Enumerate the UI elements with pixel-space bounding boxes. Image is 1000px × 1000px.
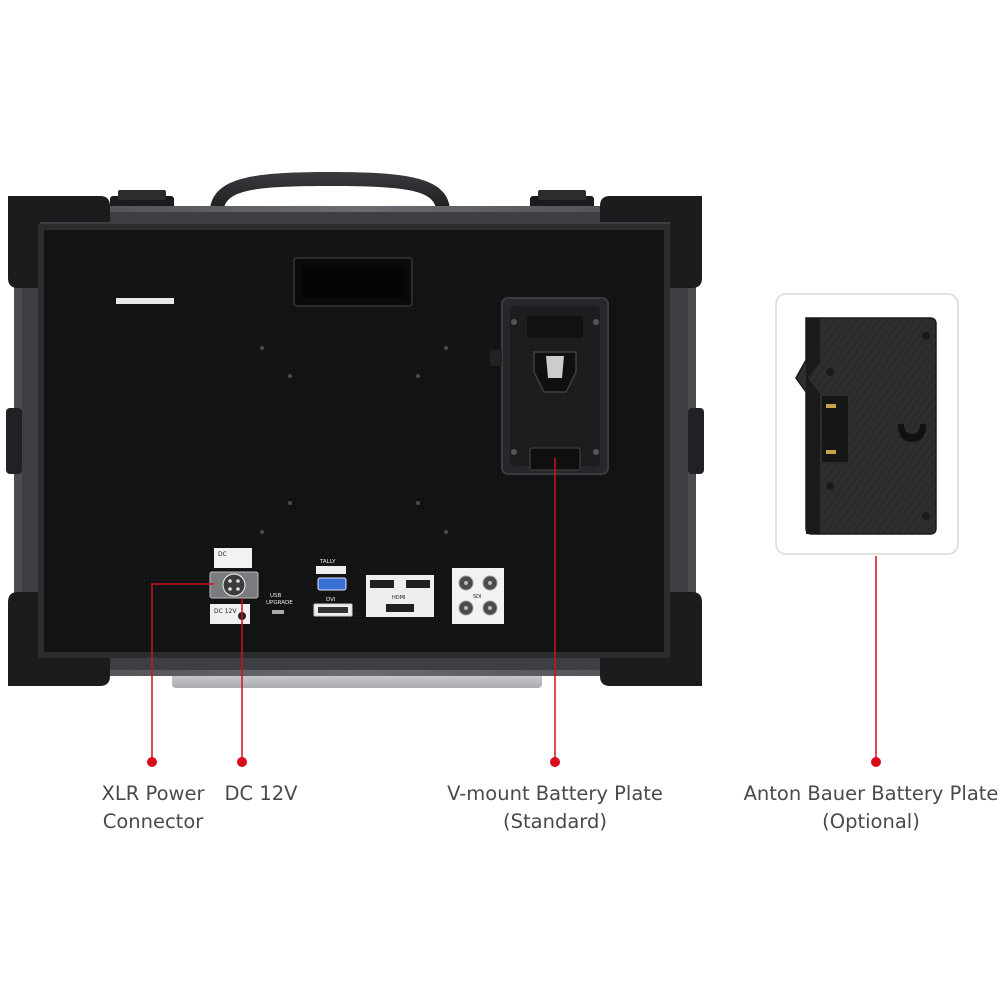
anton-bauer-inset [775,293,959,555]
label-anton-bauer-battery-plate: Anton Bauer Battery Plate (Optional) [742,780,1000,836]
callout-lines [151,458,877,762]
svg-text:UPGRADE: UPGRADE [266,600,293,606]
usb-label: USB [270,593,282,599]
hdmi-label: HDMI [392,595,405,601]
v-mount-plate [490,297,609,475]
label-anton-line2: (Optional) [822,810,920,833]
callout-dot-dc [237,757,247,767]
usb-port [272,610,284,614]
callout-dot-anton [871,757,881,767]
callout-dot-vmount [550,757,560,767]
label-anton-line1: Anton Bauer Battery Plate [743,782,999,805]
power-label-dc: DC [218,551,227,558]
callout-dots [147,757,881,767]
grip-slot [293,257,413,307]
dvi-label: DVI [326,597,336,603]
mounting-screws [260,346,448,534]
sdi-ports [452,568,504,624]
dc-jack-label: DC 12V [214,608,237,615]
tally-label: TALLY [319,559,336,565]
tally-port [317,577,347,591]
callout-dot-xlr [147,757,157,767]
label-xlr-line1: XLR Power [101,782,205,805]
carry-handle [210,172,450,208]
label-xlr-power-connector: XLR Power Connector [78,780,228,836]
sdi-label: SDI [473,594,482,600]
label-vmount-line1: V-mount Battery Plate [447,782,663,805]
io-panel: DC DC 12V USB UPGRADE TALLY DVI HDMI [209,548,504,624]
callout-line-xlr [151,583,214,762]
corner-bumpers [8,196,702,686]
label-vmount-line2: (Standard) [503,810,607,833]
label-strip [116,298,174,304]
label-xlr-line2: Connector [102,810,204,833]
label-v-mount-battery-plate: V-mount Battery Plate (Standard) [420,780,690,836]
label-dc-line1: DC 12V [224,782,298,805]
label-dc-12v: DC 12V [206,780,316,808]
